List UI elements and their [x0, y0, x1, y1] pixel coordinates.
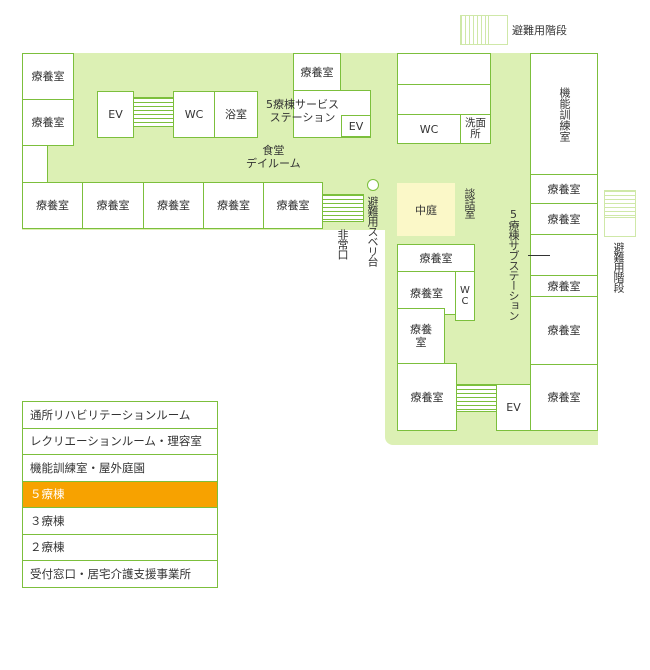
care-room-row-5[interactable]: 療養室 [263, 182, 323, 229]
care-room-lower-1[interactable]: 療養室 [397, 244, 475, 272]
dining-label: 食堂 デイルーム [246, 144, 301, 170]
care-room-right-2[interactable]: 療養室 [530, 203, 598, 235]
emergency-chute-icon [367, 179, 379, 191]
care-room-lower-4[interactable]: 療養室 [397, 363, 457, 431]
stairs-lower [456, 384, 497, 412]
care-room-right-5[interactable]: 療養室 [530, 364, 598, 431]
washroom[interactable]: 洗面所 [460, 114, 491, 144]
floor-legend: 通所リハビリテーションルーム レクリエーションルーム・理容室 機能訓練室・屋外庭… [22, 401, 218, 588]
emergency-stairs-top-label: 避難用階段 [512, 24, 567, 37]
legend-item-reception[interactable]: 受付窓口・居宅介護支援事業所 [22, 560, 218, 588]
service-station-label: 5療棟サービス ステーション [266, 98, 339, 124]
functional-training-room[interactable]: 機能訓練室 [530, 53, 598, 175]
sub-station-label: 5療棟サブステーション [507, 208, 520, 320]
care-room-right-1[interactable]: 療養室 [530, 174, 598, 204]
stairs-landing-right [604, 217, 636, 237]
ev-service[interactable]: EV [341, 115, 371, 137]
emergency-exit-label: 非常口 [336, 229, 349, 259]
care-room-row-1[interactable]: 療養室 [22, 182, 83, 229]
emergency-stairs-right [604, 190, 636, 218]
legend-item-ward-3[interactable]: ３療棟 [22, 507, 218, 535]
care-room-right-3[interactable]: 療養室 [530, 275, 598, 297]
care-room-top-center[interactable]: 療養室 [293, 53, 341, 91]
wc-top-right[interactable]: WC [397, 114, 461, 144]
emergency-stairs-right-label: 避難用階段 [612, 242, 625, 292]
care-room-right-4[interactable]: 療養室 [530, 296, 598, 365]
legend-item-functional-training[interactable]: 機能訓練室・屋外庭園 [22, 454, 218, 482]
wc-lower[interactable]: WC [455, 271, 475, 321]
care-room-row-4[interactable]: 療養室 [203, 182, 264, 229]
stairs-left [133, 97, 174, 127]
ev-left[interactable]: EV [97, 91, 134, 138]
lounge-label: 談話室 [463, 188, 476, 218]
legend-item-recreation[interactable]: レクリエーションルーム・理容室 [22, 427, 218, 455]
emergency-chute-label: 避難用スベリ台 [366, 196, 379, 266]
stairs-exit [322, 194, 364, 222]
legend-item-ward-2[interactable]: ２療棟 [22, 533, 218, 561]
room-top-right-2 [397, 84, 491, 115]
care-room-left-1[interactable]: 療養室 [22, 53, 74, 100]
room-top-right-1 [397, 53, 491, 85]
wc-left[interactable]: WC [173, 91, 215, 138]
care-room-row-2[interactable]: 療養室 [82, 182, 144, 229]
divider-line [528, 255, 550, 256]
care-room-lower-3[interactable]: 療養室 [397, 308, 445, 364]
bath[interactable]: 浴室 [214, 91, 258, 138]
care-room-row-3[interactable]: 療養室 [143, 182, 204, 229]
care-room-left-2[interactable]: 療養室 [22, 99, 74, 146]
ev-lower[interactable]: EV [496, 384, 531, 431]
legend-item-ward-5[interactable]: ５療棟 [22, 480, 218, 508]
corridor-left [22, 145, 48, 183]
legend-item-day-rehab[interactable]: 通所リハビリテーションルーム [22, 401, 218, 429]
courtyard[interactable]: 中庭 [397, 183, 455, 236]
stairs-landing [488, 15, 508, 45]
